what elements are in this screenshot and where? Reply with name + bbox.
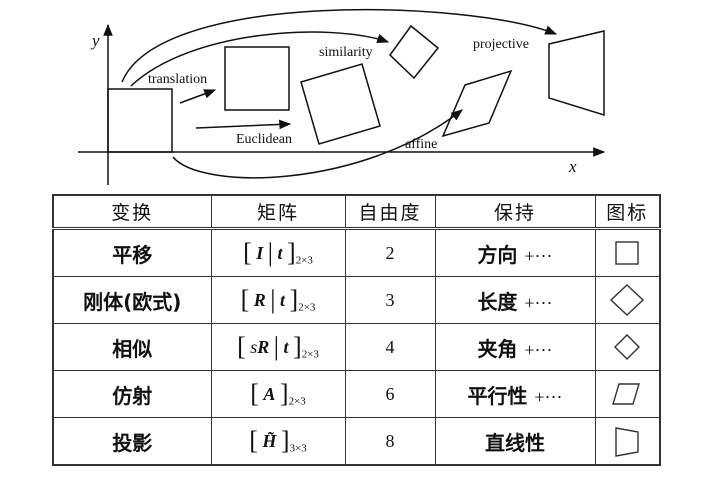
degrees-of-freedom: 8 [344,417,436,466]
bracket-right: ] [287,238,296,267]
preserved-property: 平行性 +··· [434,370,596,418]
transform-matrix: [ A ]2×3 [210,370,346,418]
preserved-property-text: 长度 [477,289,518,314]
header-icon: 图标 [594,194,661,230]
degrees-of-freedom: 6 [344,370,436,418]
transform-matrix: [ R | t ]2×3 [210,276,346,324]
matrix-translation: t [280,290,286,310]
bracket-left: [ [243,238,252,267]
degrees-of-freedom: 2 [344,228,436,277]
transform-name: 平移 [52,228,212,277]
header-transform: 变换 [52,194,212,230]
matrix-dims: 2×3 [301,348,319,361]
similarity-square [389,24,440,80]
bracket-left: [ [237,332,246,361]
bracket-separator: | [267,238,273,267]
preserved-property: 方向 +··· [434,228,596,277]
more-properties: +··· [524,292,553,313]
bracket-right: ] [293,332,302,361]
projective-trapezoid [548,30,605,117]
affine-label: affine [405,137,437,152]
transform-matrix: [ sR | t ]2×3 [210,323,346,371]
header-dof: 自由度 [344,194,436,230]
matrix-translation: t [283,337,289,357]
bracket-right: ] [279,379,289,408]
transform-name: 仿射 [52,370,212,418]
matrix-symbol: R [253,290,266,310]
table-header-row: 变换 矩阵 自由度 保持 图标 [52,194,661,230]
translated-square [224,46,290,111]
transformation-diagram: y x translation Euclidean similarity aff… [78,8,606,185]
preserved-property: 长度 +··· [434,276,596,324]
y-axis-label: y [90,31,100,50]
matrix-prefix: s [250,337,258,357]
matrix-dims: 3×3 [289,442,307,455]
matrix-symbol: I [256,243,264,263]
rotated-square-icon [610,284,645,316]
transform-icon-cell [594,228,661,277]
preserved-property: 夹角 +··· [434,323,596,371]
degrees-of-freedom: 4 [344,323,436,371]
transform-name: 投影 [52,417,212,466]
affine-curve-arrow [172,109,463,179]
header-matrix: 矩阵 [210,194,346,230]
bracket-separator: | [270,285,276,314]
bracket-right: ] [280,426,290,455]
transform-icon-cell [594,370,661,418]
more-properties: +··· [524,339,553,360]
preserved-property: 直线性 [434,417,596,466]
matrix-symbol: R [257,337,270,357]
header-preserves: 保持 [434,194,596,230]
translation-arrow [179,89,217,104]
similarity-label: similarity [319,45,373,60]
matrix-dims: 2×3 [298,301,316,314]
transform-name: 刚体(欧式) [52,276,212,324]
more-properties: +··· [524,245,553,266]
bracket-right: ] [289,285,299,314]
small-rotated-square-icon [614,334,641,360]
transform-icon-cell [594,323,661,371]
bracket-separator: | [273,332,279,361]
bracket-left: [ [250,379,259,408]
trapezoid-icon [615,427,639,457]
matrix-dims: 2×3 [295,254,313,267]
bracket-left: [ [249,426,258,455]
transform-name: 相似 [52,323,212,371]
matrix-symbol: A [263,384,276,404]
euclidean-arrow [195,119,292,130]
preserved-property-text: 平行性 [467,383,528,408]
transform-icon-cell [594,417,661,466]
square-icon [615,241,639,265]
transform-matrix: [ H̃ ]3×3 [210,417,346,466]
euclidean-label: Euclidean [236,132,292,147]
similarity-curve-arrow [130,31,390,87]
matrix-symbol: H̃ [262,431,277,451]
transform-icon-cell [594,276,661,324]
bracket-left: [ [240,285,250,314]
matrix-dims: 2×3 [288,395,306,408]
projective-label: projective [473,37,529,52]
x-axis-label: x [568,157,577,176]
translation-label: translation [148,72,207,87]
euclidean-square [300,63,381,145]
more-properties: +··· [534,386,563,407]
affine-parallelogram [441,69,513,138]
parallelogram-icon [612,383,641,405]
original-square [107,88,173,153]
preserved-property-text: 直线性 [485,430,545,455]
degrees-of-freedom: 3 [344,276,436,324]
preserved-property-text: 方向 [477,242,518,267]
matrix-translation: t [277,243,283,263]
transform-matrix: [ I | t ]2×3 [210,228,346,277]
projective-curve-arrow [121,8,558,83]
preserved-property-text: 夹角 [477,336,518,361]
